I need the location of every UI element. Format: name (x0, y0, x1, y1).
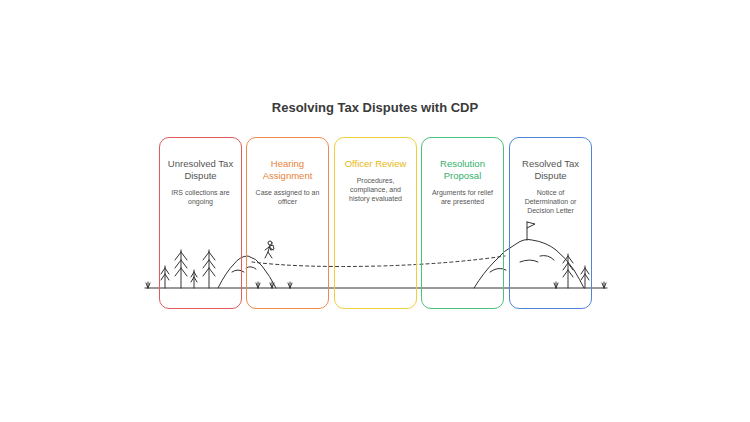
right-mountain (474, 240, 584, 289)
stage-box: Resolved Tax DisputeNotice of Determinat… (509, 137, 592, 309)
box-heading: Unresolved Tax Dispute (165, 158, 236, 182)
pine-trees-right (563, 254, 589, 288)
box-heading: Hearing Assignment (252, 158, 323, 182)
diagram-title: Resolving Tax Disputes with CDP (0, 100, 750, 115)
box-description: Arguments for relief are presented (427, 188, 498, 206)
stage-box: Hearing AssignmentCase assigned to an of… (246, 137, 329, 309)
box-description: Case assigned to an officer (252, 188, 323, 206)
box-heading: Officer Review (340, 158, 411, 170)
box-description: Procedures, compliance, and history eval… (340, 176, 411, 203)
box-description: Notice of Determination or Decision Lett… (515, 188, 586, 215)
grass-tufts (146, 282, 606, 288)
box-heading: Resolution Proposal (427, 158, 498, 182)
stage-box: Officer ReviewProcedures, compliance, an… (334, 137, 417, 309)
left-hill (218, 256, 276, 288)
mountain-contours (490, 256, 554, 273)
hill-contours (232, 267, 256, 272)
landscape (145, 222, 607, 288)
box-heading: Resolved Tax Dispute (515, 158, 586, 182)
hiker-figure (265, 241, 274, 258)
dashed-trail (252, 256, 505, 267)
box-description: IRS collections are ongoing (165, 188, 236, 206)
stage-box: Resolution ProposalArguments for relief … (421, 137, 504, 309)
ground-line (145, 288, 607, 289)
summit-flag (527, 222, 535, 240)
pine-trees-left (161, 250, 215, 288)
stage-box: Unresolved Tax DisputeIRS collections ar… (159, 137, 242, 309)
